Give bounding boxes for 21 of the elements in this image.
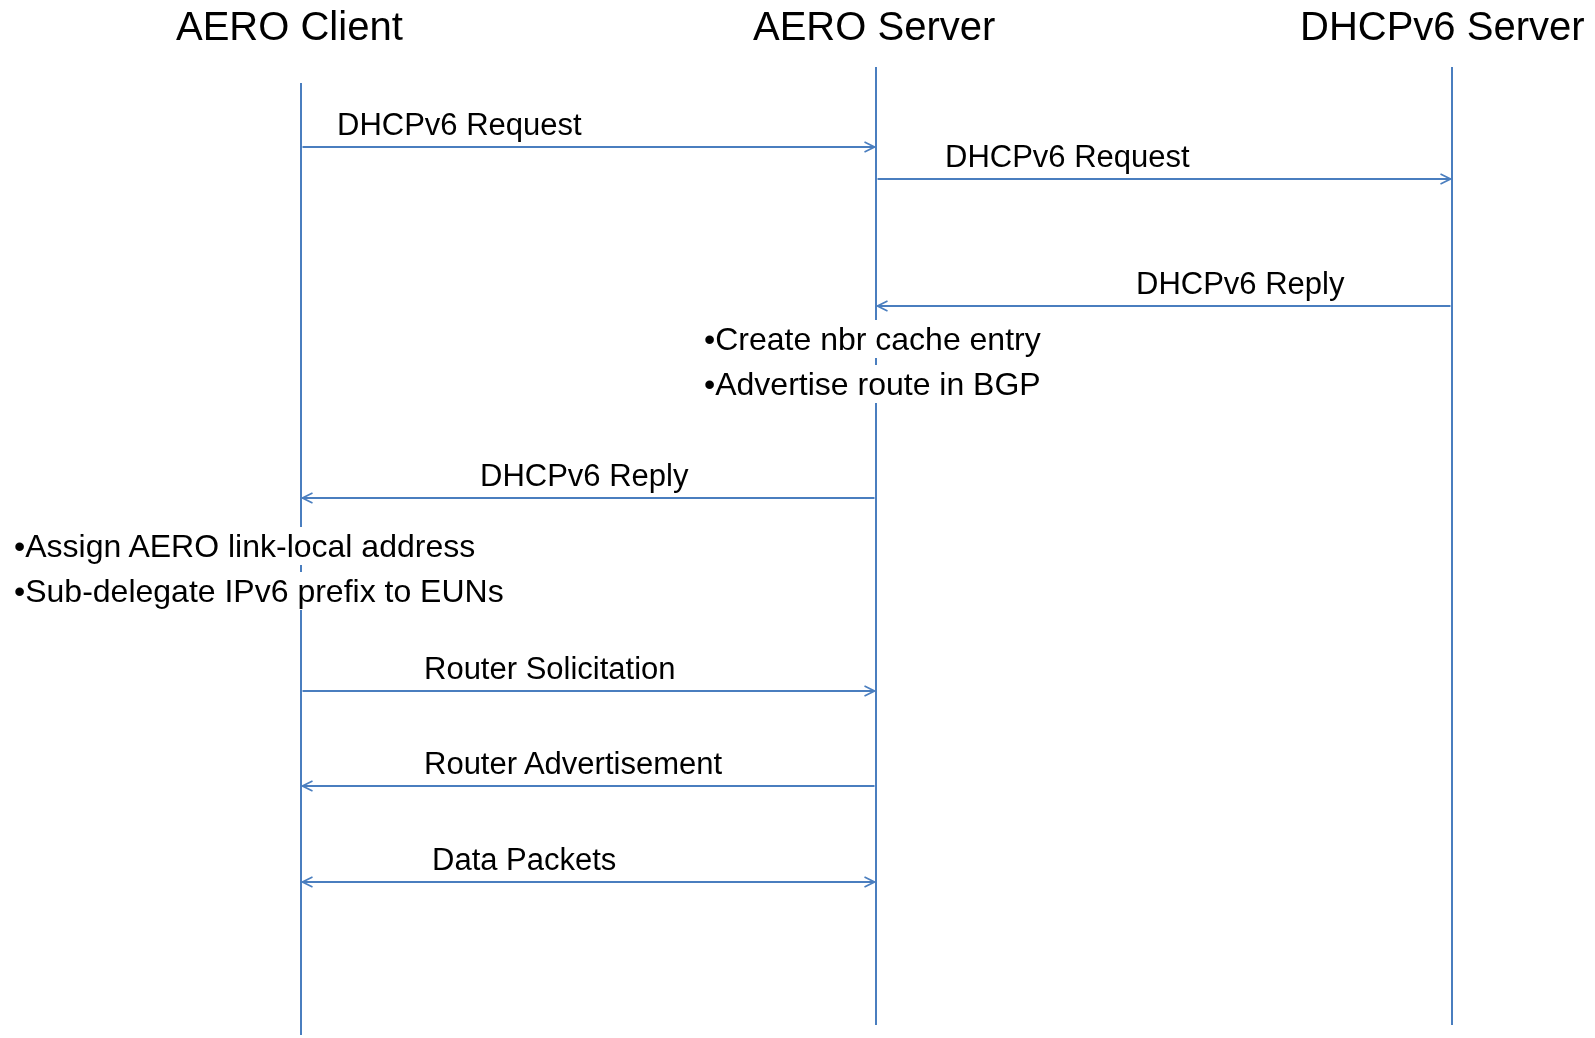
message-label: DHCPv6 Request — [337, 107, 582, 143]
message-label: DHCPv6 Reply — [480, 458, 689, 494]
message-arrow — [301, 780, 875, 792]
participant-heading: AERO Client — [176, 3, 403, 50]
message-arrow — [301, 876, 876, 888]
participant-heading: DHCPv6 Server — [1300, 3, 1585, 50]
message-label: Router Solicitation — [424, 651, 676, 687]
message-arrow — [876, 300, 1451, 312]
message-arrow — [877, 173, 1452, 185]
note-text: •Sub-delegate IPv6 prefix to EUNs — [14, 572, 504, 610]
message-label: DHCPv6 Request — [945, 139, 1190, 175]
participant-heading: AERO Server — [753, 3, 996, 50]
note-text: •Assign AERO link-local address — [14, 527, 476, 565]
message-label: DHCPv6 Reply — [1136, 266, 1345, 302]
note-text: •Advertise route in BGP — [704, 365, 1041, 403]
message-arrow — [302, 685, 876, 697]
message-arrow — [301, 492, 875, 504]
note-text: •Create nbr cache entry — [704, 320, 1041, 358]
message-arrow — [302, 141, 876, 153]
message-label: Data Packets — [432, 842, 617, 878]
message-label: Router Advertisement — [424, 746, 723, 782]
